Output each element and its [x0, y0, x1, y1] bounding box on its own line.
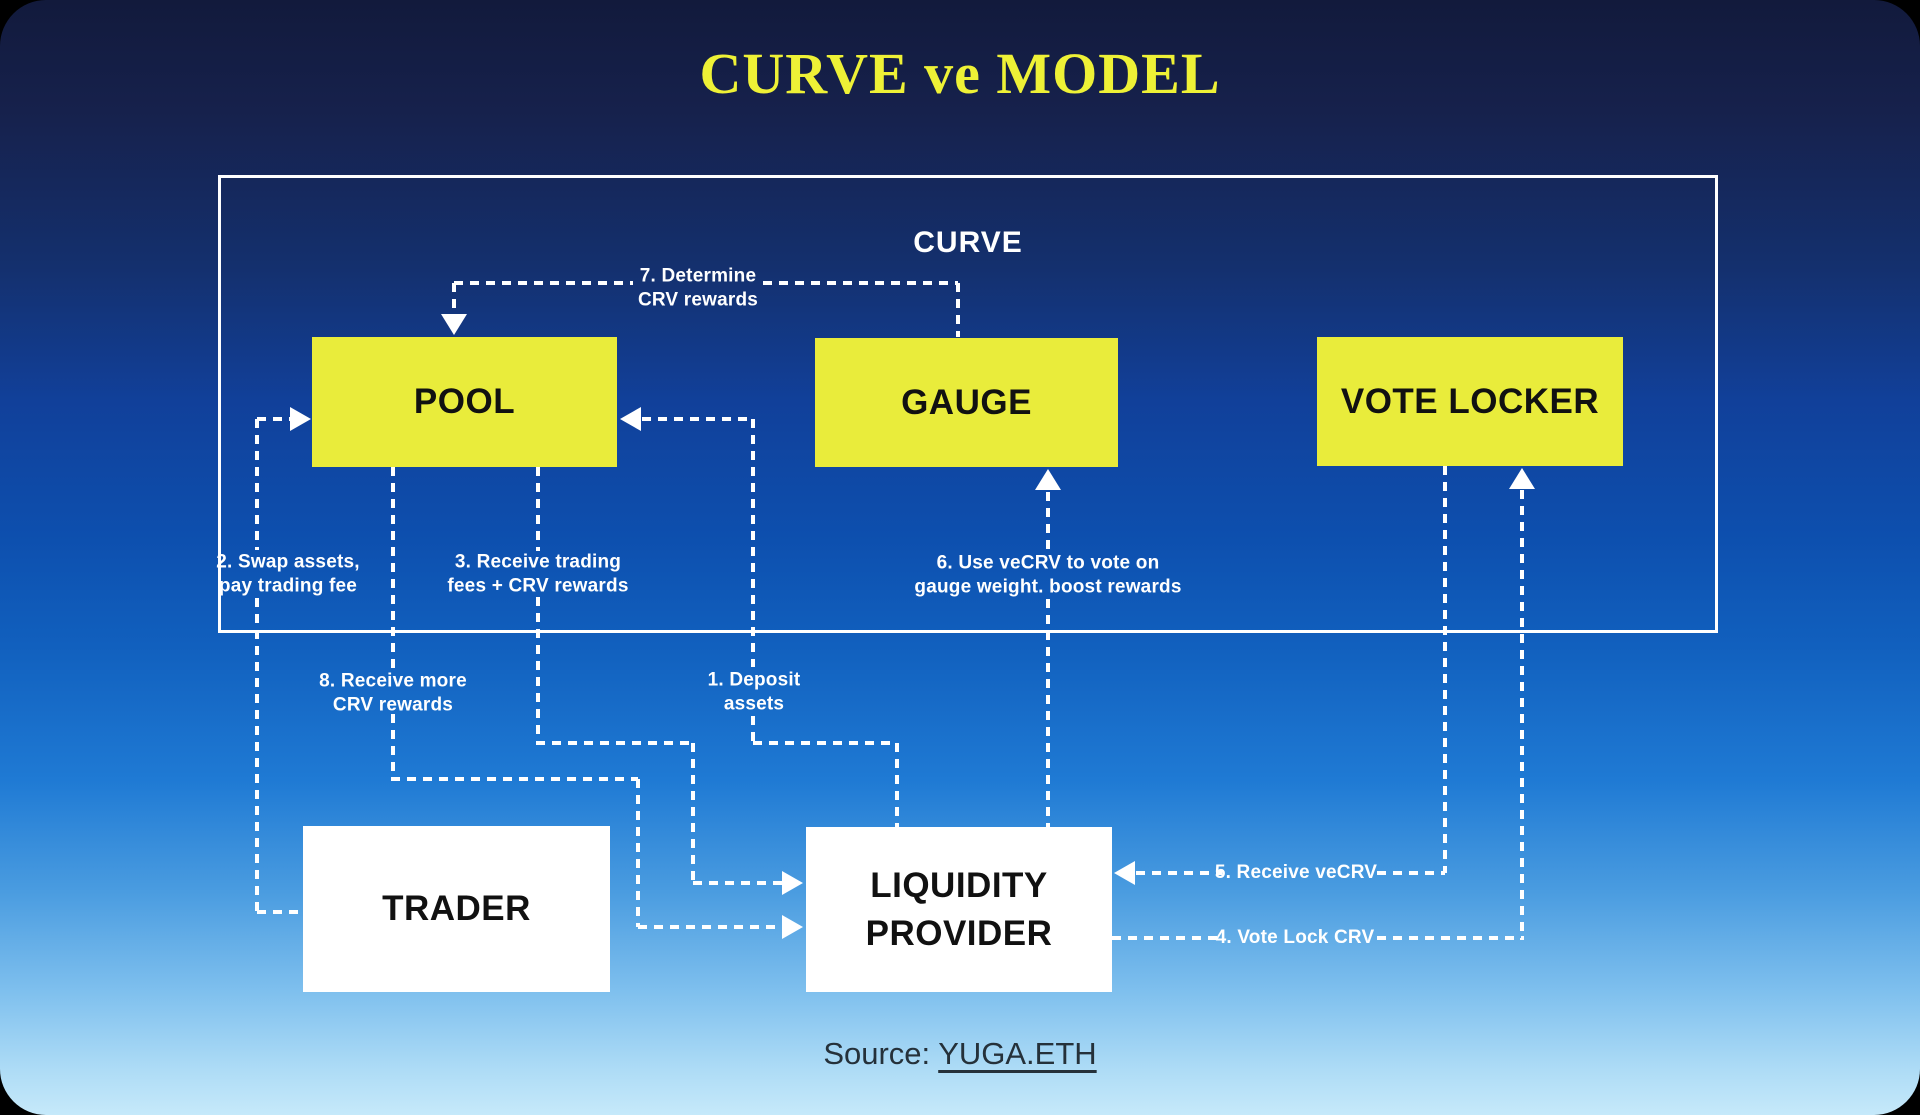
flow-4-segment	[1377, 936, 1524, 940]
flow-6-segment	[1046, 599, 1050, 827]
trader-box: TRADER	[303, 826, 610, 992]
page-title: CURVE ve MODEL	[699, 41, 1221, 106]
flow-7-segment	[452, 283, 456, 314]
vote-locker-box: VOTE LOCKER	[1317, 337, 1623, 466]
flow-8-segment	[638, 925, 782, 929]
flow-1-segment	[753, 741, 897, 745]
flow-8-arrowhead-icon	[782, 915, 803, 939]
flow-8-segment	[391, 777, 638, 781]
flow-6-segment	[1046, 492, 1050, 551]
flow-2-segment	[257, 910, 303, 914]
flow-1-segment	[751, 716, 755, 743]
flow-2-label: 2. Swap assets, pay trading fee	[216, 551, 360, 596]
flow-4-arrowhead-icon	[1509, 468, 1535, 489]
pool-box: POOL	[312, 337, 617, 467]
flow-7-arrowhead-icon	[441, 314, 467, 335]
flow-7-segment	[763, 281, 958, 285]
curve-container: CURVE	[218, 175, 1718, 633]
flow-2-segment	[255, 598, 259, 912]
flow-1-segment	[895, 743, 899, 827]
source-attribution: Source: YUGA.ETH	[0, 1036, 1920, 1072]
flow-8-segment	[391, 714, 395, 779]
flow-5-label: 5. Receive veCRV	[1214, 862, 1378, 884]
flow-3-segment	[536, 741, 693, 745]
source-prefix: Source:	[823, 1036, 939, 1071]
flow-1-arrowhead-icon	[620, 407, 641, 431]
flow-6-arrowhead-icon	[1035, 469, 1061, 490]
flow-4-label: 4. Vote Lock CRV	[1215, 927, 1375, 949]
flow-8-segment	[391, 467, 395, 670]
flow-1-segment	[642, 417, 753, 421]
flow-7-segment	[454, 281, 633, 285]
flow-5-segment	[1136, 871, 1222, 875]
liquidity-provider-box: LIQUIDITY PROVIDER	[806, 827, 1112, 992]
flow-2-segment	[257, 417, 290, 421]
flow-5-arrowhead-icon	[1114, 861, 1135, 885]
flow-1-segment	[751, 419, 755, 667]
flow-8-label: 8. Receive more CRV rewards	[319, 670, 467, 715]
flow-3-segment	[536, 467, 540, 551]
curve-container-label: CURVE	[913, 226, 1023, 259]
flow-2-arrowhead-icon	[290, 407, 311, 431]
flow-3-segment	[536, 597, 540, 743]
flow-2-segment	[255, 419, 259, 550]
flow-5-segment	[1443, 466, 1447, 873]
flow-4-segment	[1520, 490, 1524, 940]
flow-1-label: 1. Deposit assets	[707, 669, 801, 714]
source-link[interactable]: YUGA.ETH	[938, 1036, 1097, 1071]
flow-3-segment	[693, 881, 782, 885]
gauge-box: GAUGE	[815, 338, 1118, 467]
flow-7-segment	[956, 283, 960, 337]
flow-5-segment	[1377, 871, 1445, 875]
flow-3-label: 3. Receive trading fees + CRV rewards	[447, 551, 629, 596]
flow-6-label: 6. Use veCRV to vote on gauge weight. bo…	[914, 552, 1182, 597]
flow-7-label: 7. Determine CRV rewards	[637, 265, 759, 310]
flow-8-segment	[636, 779, 640, 927]
flow-3-segment	[691, 743, 695, 883]
flow-3-arrowhead-icon	[782, 871, 803, 895]
flow-4-segment	[1112, 936, 1222, 940]
